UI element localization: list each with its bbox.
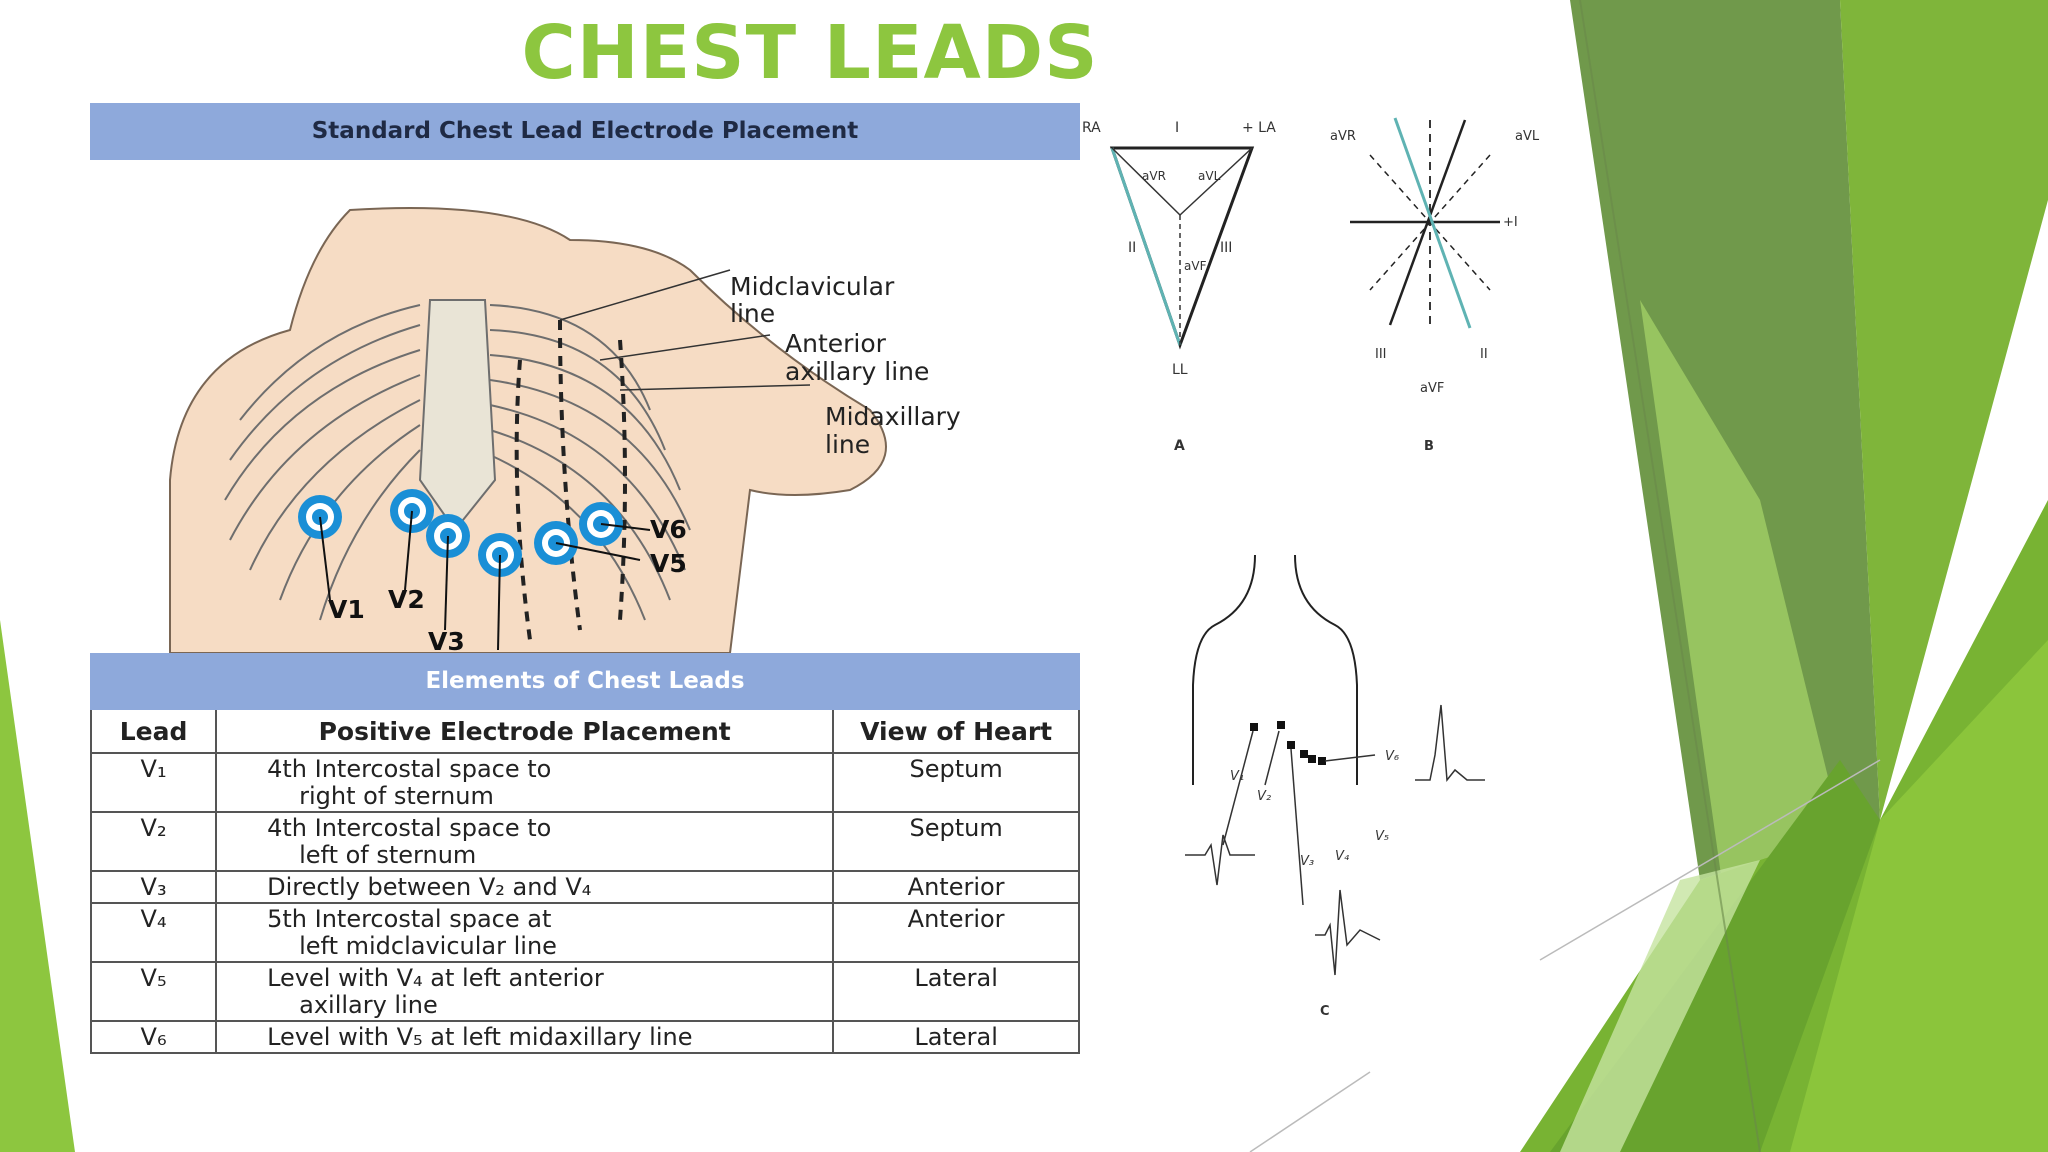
placement-line-1: 5th Intercostal space at: [267, 905, 552, 933]
lead-v5-label: V5: [650, 549, 687, 578]
lead-i-label: I: [1175, 120, 1179, 136]
avr-label: aVR: [1142, 169, 1166, 183]
lead-v4-label: V4: [480, 649, 517, 653]
b-avr-label: aVR: [1330, 129, 1356, 144]
c-v4-label: V₄: [1335, 849, 1350, 864]
placement-line-2: left midclavicular line: [299, 932, 557, 960]
chest-electrode-placement-illustration: Midclavicular line Anterior axillary lin…: [169, 207, 961, 653]
view-cell: Lateral: [832, 962, 1080, 1022]
ra-label: RA: [1082, 120, 1101, 136]
placement-line-1: 4th Intercostal space to: [267, 814, 552, 842]
placement-line-1: Level with V₄ at left anterior: [267, 964, 604, 992]
placement-cell: Level with V₅ at left midaxillary line: [215, 1021, 835, 1054]
anterior-axillary-label: Anterior: [785, 329, 887, 358]
view-cell: Lateral: [832, 1021, 1080, 1054]
lead-cell: V₄: [89, 903, 218, 963]
c-v3-label: V₃: [1300, 854, 1314, 869]
column-header-view: View of Heart: [832, 710, 1080, 754]
column-header-lead: Lead: [89, 710, 218, 754]
lead-iii-label: III: [1220, 240, 1232, 256]
view-cell: Septum: [832, 812, 1080, 872]
plus-i-label: +I: [1503, 215, 1518, 230]
lead-cell: V₂: [89, 812, 218, 872]
placement-cell: Directly between V₂ and V₄: [215, 871, 835, 904]
avf-label: aVF: [1184, 259, 1207, 273]
view-cell: Anterior: [832, 903, 1080, 963]
view-cell: Septum: [832, 753, 1080, 813]
avl-label: aVL: [1198, 169, 1221, 183]
figure-a-caption: A: [1174, 438, 1185, 454]
placement-line-1: 4th Intercostal space to: [267, 755, 552, 783]
table-row: V₃ Directly between V₂ and V₄ Anterior: [89, 871, 1080, 904]
lead-cell: V₆: [89, 1021, 218, 1054]
midaxillary-label-2: line: [825, 430, 870, 459]
placement-figure-header: Standard Chest Lead Electrode Placement: [90, 103, 1080, 160]
elements-table: Lead Positive Electrode Placement View o…: [89, 710, 1080, 1054]
slide-title: CHEST LEADS: [521, 10, 1099, 96]
lead-cell: V₅: [89, 962, 218, 1022]
anterior-axillary-label-2: axillary line: [785, 357, 929, 386]
figure-c-caption: C: [1320, 1004, 1330, 1019]
midclavicular-label: Midclavicular: [730, 272, 895, 301]
lead-v2-label: V2: [388, 585, 425, 614]
chest-lead-panel: Standard Chest Lead Electrode Placement: [89, 103, 1080, 1072]
lead-cell: V₃: [89, 871, 218, 904]
b-ii-label: II: [1480, 347, 1488, 362]
c-v2-label: V₂: [1257, 789, 1271, 804]
b-iii-label: III: [1375, 347, 1387, 362]
table-row: V₆ Level with V₅ at left midaxillary lin…: [89, 1021, 1080, 1054]
column-header-placement: Positive Electrode Placement: [215, 710, 835, 754]
c-v5-label: V₅: [1375, 829, 1389, 844]
lead-ii-label: II: [1128, 240, 1136, 256]
placement-line-2: right of sternum: [299, 782, 494, 810]
midaxillary-label: Midaxillary: [825, 402, 961, 431]
figure-c-chest-lead-ecg: V₁ V₂ V₃ V₄ V₅ V₆ C: [1185, 555, 1485, 1019]
placement-line-2: axillary line: [299, 991, 438, 1019]
placement-line-2: left of sternum: [299, 841, 477, 869]
c-v6-label: V₆: [1385, 749, 1399, 764]
lead-cell: V₁: [89, 753, 218, 813]
la-label: + LA: [1242, 120, 1276, 136]
figure-b-caption: B: [1424, 439, 1434, 454]
table-header-row: Lead Positive Electrode Placement View o…: [89, 710, 1080, 754]
ll-label: LL: [1172, 362, 1188, 378]
view-cell: Anterior: [832, 871, 1080, 904]
elements-table-header: Elements of Chest Leads: [90, 653, 1080, 710]
b-avf-label: aVF: [1420, 381, 1444, 396]
lead-v3-label: V3: [428, 627, 465, 653]
figure-b-hexaxial-diagram: aVR aVL +I III II aVF B: [1330, 117, 1540, 454]
midclavicular-label-2: line: [730, 299, 775, 328]
figure-a-einthoven-triangle: RA + LA I II III aVR aVL aVF LL A: [1082, 120, 1276, 454]
lead-v1-label: V1: [328, 595, 365, 624]
c-v1-label: V₁: [1230, 769, 1244, 784]
b-avl-label: aVL: [1515, 129, 1540, 144]
lead-v6-label: V6: [650, 515, 687, 544]
